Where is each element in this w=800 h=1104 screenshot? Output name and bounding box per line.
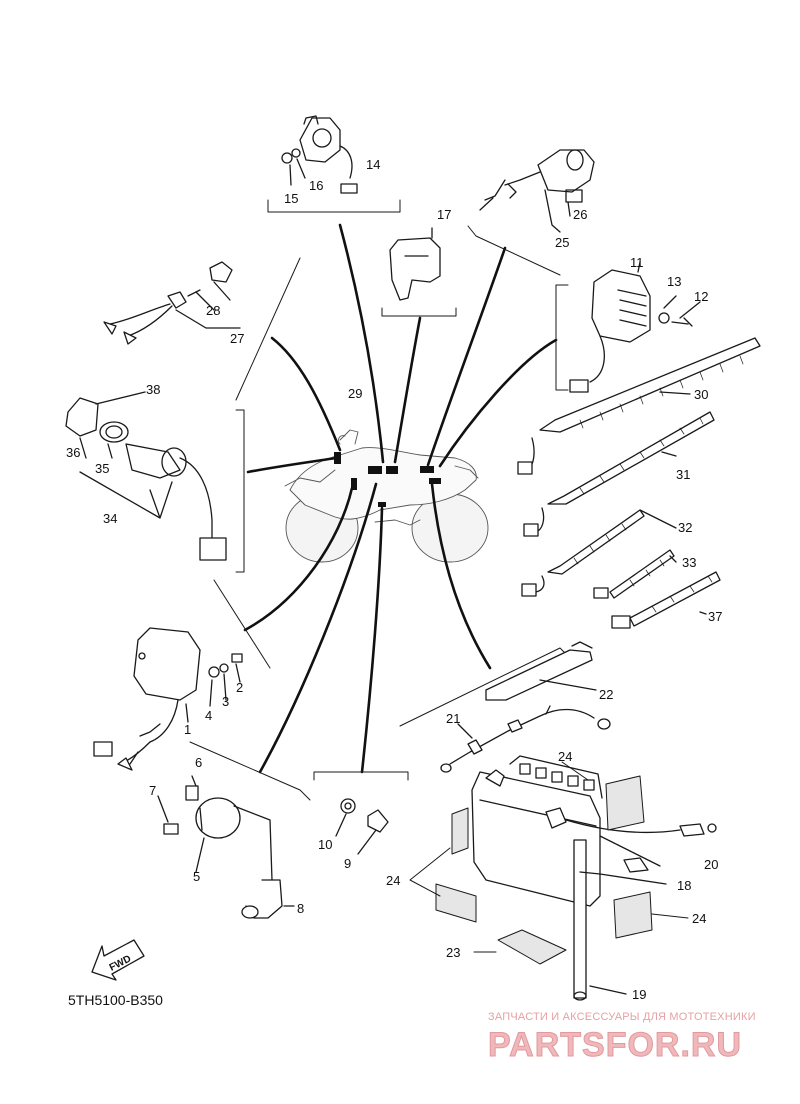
callout-7: 7 — [149, 783, 157, 798]
ecu-1 — [93, 627, 243, 771]
fuse-21 — [440, 705, 611, 773]
callout-36: 36 — [66, 445, 81, 460]
battery-18 — [471, 755, 717, 1001]
watermark-tagline: ЗАПЧАСТИ И АКСЕССУАРЫ ДЛЯ МОТОТЕХНИКИ — [488, 1011, 756, 1023]
cover-17 — [389, 227, 441, 301]
callout-23: 23 — [446, 945, 461, 960]
callout-15: 15 — [284, 191, 299, 206]
callout-24-left: 24 — [386, 873, 401, 888]
callout-12: 12 — [694, 289, 709, 304]
ignition-coil-5 — [157, 775, 295, 919]
callout-20: 20 — [704, 857, 719, 872]
callout-2: 2 — [236, 680, 244, 695]
callout-24-top: 24 — [558, 749, 573, 764]
callout-34: 34 — [103, 511, 118, 526]
lead-27-28 — [103, 261, 241, 345]
callout-25: 25 — [555, 235, 570, 250]
callout-21: 21 — [446, 711, 461, 726]
callout-18: 18 — [677, 878, 692, 893]
diagram-code: 5TH5100-B350 — [68, 992, 163, 1008]
rectifier-11 — [569, 261, 701, 393]
pads — [409, 761, 689, 965]
tie-serrations — [573, 355, 744, 613]
callout-33: 33 — [682, 555, 697, 570]
main-switch-14 — [281, 115, 358, 194]
callout-13: 13 — [667, 274, 682, 289]
watermark-logo: PARTSFOR.RU — [487, 1026, 743, 1065]
indicator-assy-34 — [65, 391, 227, 561]
callout-4: 4 — [205, 708, 213, 723]
callout-31: 31 — [676, 467, 691, 482]
callout-30: 30 — [694, 387, 709, 402]
callout-17: 17 — [437, 207, 452, 222]
callout-38: 38 — [146, 382, 161, 397]
callout-24-right: 24 — [692, 911, 707, 926]
callout-9: 9 — [344, 856, 352, 871]
callout-22: 22 — [599, 687, 614, 702]
callout-8: 8 — [297, 901, 305, 916]
leader-lines — [243, 223, 558, 774]
callout-35: 35 — [95, 461, 110, 476]
switch-9-10 — [335, 798, 389, 855]
callout-3: 3 — [222, 694, 230, 709]
callout-32: 32 — [678, 520, 693, 535]
callout-27: 27 — [230, 331, 245, 346]
callout-26: 26 — [573, 207, 588, 222]
fwd-arrow-icon — [91, 939, 145, 981]
callout-6: 6 — [195, 755, 203, 770]
callout-29: 29 — [348, 386, 363, 401]
harness-markers — [334, 452, 441, 507]
callout-28: 28 — [206, 303, 221, 318]
atv-silhouette — [284, 429, 489, 563]
callout-11: 11 — [630, 255, 644, 270]
callout-37: 37 — [708, 609, 723, 624]
callout-5: 5 — [193, 869, 201, 884]
cable-ties — [517, 337, 761, 629]
group-brackets — [189, 199, 573, 801]
callout-14: 14 — [366, 157, 381, 172]
callout-16: 16 — [309, 178, 324, 193]
callout-10: 10 — [318, 837, 333, 852]
callout-1: 1 — [184, 722, 192, 737]
battery-band-22 — [485, 641, 597, 701]
starter-relay-25 — [479, 149, 595, 233]
callout-19: 19 — [632, 987, 647, 1002]
